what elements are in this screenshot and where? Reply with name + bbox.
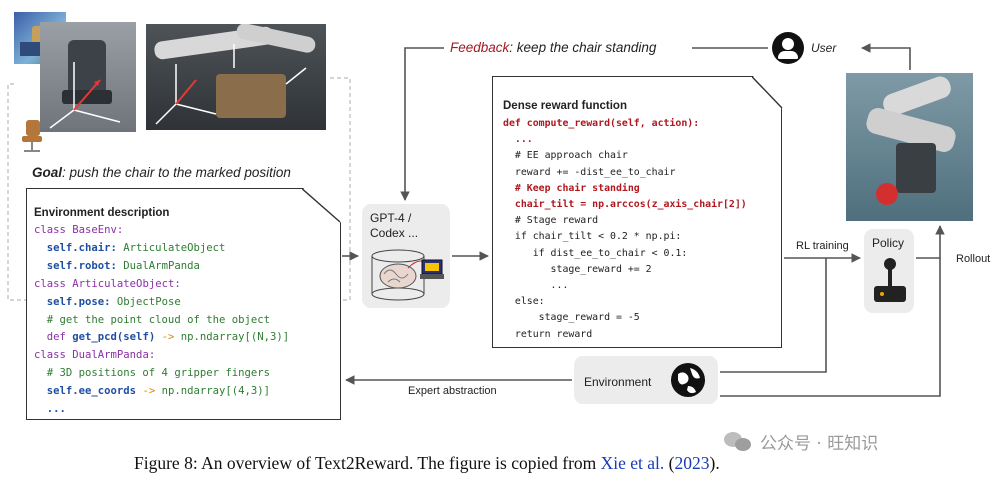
code-line: class ArticulateObject: [34, 278, 181, 290]
environment-description-title: Environment description [34, 207, 170, 219]
code-token: -> [161, 331, 181, 344]
code-token: ArticulateObject: [72, 277, 181, 290]
code-token: class [34, 349, 73, 362]
watermark-text: 公众号 · 旺知识 [760, 433, 879, 454]
code-token: # EE approach chair [503, 150, 628, 162]
code-token: -> [142, 385, 162, 398]
code-line: # Stage reward [503, 215, 598, 226]
robot-scene-image [146, 24, 326, 130]
wechat-icon [724, 430, 754, 452]
caption-year[interactable]: 2023 [674, 453, 710, 473]
caption-close: ). [709, 453, 720, 473]
code-token: ... [503, 280, 569, 291]
code-token: class [34, 277, 73, 290]
code-token: # Stage reward [503, 215, 599, 227]
code-line: class BaseEnv: [34, 224, 123, 236]
expert-abstraction-label: Expert abstraction [408, 385, 497, 397]
code-line: # 3D positions of 4 gripper fingers [34, 367, 270, 379]
code-token: ArticulateObject [123, 241, 226, 254]
code-token: ... [34, 403, 66, 415]
watermark: 公众号 · 旺知识 [724, 428, 974, 454]
caption-link[interactable]: Xie et al. [600, 453, 665, 473]
goal-label: Goal [32, 165, 63, 180]
chair-scene-image [40, 22, 136, 132]
code-line: ... [503, 280, 569, 291]
code-token: def [503, 118, 527, 129]
code-line: class DualArmPanda: [34, 349, 155, 361]
code-token: chair_tilt = np.arccos(z_axis_chair[2]) [503, 199, 747, 210]
code-token: stage_reward = -5 [503, 312, 640, 324]
code-token: else: [503, 296, 545, 308]
environment-label: Environment [584, 375, 652, 389]
brain-computer-icon [368, 246, 448, 304]
feedback-text: Feedback: keep the chair standing [450, 40, 656, 55]
joystick-icon [870, 256, 910, 306]
rl-training-label: RL training [796, 240, 849, 252]
code-line: def compute_reward(self, action): [503, 118, 699, 129]
code-line: if dist_ee_to_chair < 0.1: [503, 247, 688, 259]
env-card-corner [302, 188, 341, 223]
code-token: def [34, 331, 73, 344]
code-token: ObjectPose [116, 295, 181, 308]
code-line: # EE approach chair [503, 150, 628, 161]
code-line: self.pose: ObjectPose [34, 296, 181, 308]
code-token: self.robot: [34, 259, 124, 272]
code-line: self.ee_coords -> np.ndarray[(4,3)] [34, 385, 270, 397]
code-line: if chair_tilt < 0.2 * np.pi: [503, 231, 681, 242]
chair-icon [20, 120, 44, 156]
code-token: if chair_tilt < 0.2 * np.pi: [503, 231, 682, 243]
code-token: BaseEnv: [72, 224, 124, 236]
feedback-description: : keep the chair standing [509, 40, 657, 55]
code-token: if dist_ee_to_chair < 0.1: [503, 247, 688, 259]
environment-description-card [26, 188, 341, 420]
code-token: get_pcd(self) [72, 331, 162, 344]
code-line: # Keep chair standing [503, 183, 640, 194]
user-icon [772, 32, 804, 64]
goal-description: : push the chair to the marked position [62, 165, 291, 180]
code-line: chair_tilt = np.arccos(z_axis_chair[2]) [503, 199, 747, 210]
figure-caption: Figure 8: An overview of Text2Reward. Th… [134, 453, 720, 474]
globe-icon [670, 362, 706, 398]
reward-function-title: Dense reward function [503, 100, 627, 112]
user-label: User [811, 41, 837, 55]
code-line: self.robot: DualArmPanda [34, 260, 200, 272]
code-token: self.pose: [34, 295, 117, 308]
code-token: DualArmPanda: [72, 349, 156, 362]
code-line: # get the point cloud of the object [34, 314, 270, 326]
gpt-label: GPT-4 / Codex ... [370, 211, 419, 240]
code-token: DualArmPanda [123, 259, 200, 272]
code-token: class [34, 224, 73, 236]
code-line: def get_pcd(self) -> np.ndarray[(N,3)] [34, 331, 289, 343]
goal-text: Goal: push the chair to the marked posit… [32, 165, 291, 180]
code-token: ... [503, 134, 533, 146]
code-line: reward += -dist_ee_to_chair [503, 166, 676, 178]
code-token: reward += -dist_ee_to_chair [503, 166, 676, 178]
code-line: ... [503, 134, 533, 145]
code-token: # Keep chair standing [503, 182, 640, 194]
code-token: # 3D positions of 4 gripper fingers [34, 367, 270, 380]
code-line: stage_reward += 2 [503, 264, 652, 275]
caption-prefix: Figure 8: An overview of Text2Reward. Th… [134, 453, 601, 473]
rollout-label: Rollout [956, 253, 991, 265]
code-line: ... [34, 403, 66, 415]
caption-open: ( [664, 453, 675, 473]
code-line: self.chair: ArticulateObject [34, 241, 226, 254]
code-line: stage_reward = -5 [503, 312, 640, 323]
robot-rollout-image [846, 73, 973, 221]
code-token: np.ndarray[(4,3)] [161, 385, 271, 398]
code-token: self.chair: [34, 241, 124, 254]
code-token: return reward [503, 328, 593, 340]
reward-function-card [492, 76, 782, 348]
code-token: compute_reward(self, action): [526, 118, 700, 129]
code-line: return reward [503, 329, 592, 340]
reward-card-corner [752, 76, 783, 109]
code-line: else: [503, 296, 545, 307]
code-token: # get the point cloud of the object [34, 313, 270, 326]
code-token: np.ndarray[(N,3)] [180, 331, 290, 344]
feedback-label: Feedback [450, 40, 510, 55]
policy-label: Policy [872, 236, 905, 250]
code-token: stage_reward += 2 [503, 263, 652, 275]
code-token: self.ee_coords [34, 385, 143, 398]
